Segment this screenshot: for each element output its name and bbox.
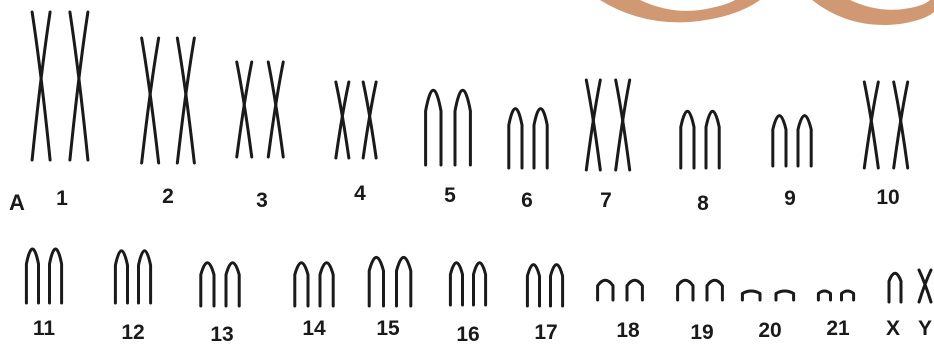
chromosome-label-20: 20 (758, 320, 781, 341)
chromosome-label-x: X (886, 318, 900, 339)
chromosome-pair-x (889, 273, 901, 302)
chromosome-pair-14 (295, 263, 333, 306)
chromosome-label-12: 12 (121, 322, 144, 343)
chromosome-pair-6 (509, 109, 547, 168)
chromosome-label-11: 11 (33, 318, 55, 339)
chromosome-pair-4 (336, 82, 376, 158)
chromosome-label-4: 4 (354, 183, 366, 204)
chromosome-pair-11 (26, 249, 61, 303)
chromosome-pair-2 (142, 38, 195, 163)
chromosome-label-13: 13 (210, 324, 233, 345)
chromosome-label-2: 2 (162, 186, 174, 207)
chromosome-pair-17 (527, 265, 562, 306)
chromosome-pair-8 (681, 111, 719, 168)
chromosome-pair-y (919, 270, 931, 302)
chromosome-pair-21 (818, 291, 853, 300)
chromosome-pair-20 (742, 291, 793, 300)
chromosome-pair-3 (237, 62, 284, 157)
chromosome-label-7: 7 (600, 190, 612, 211)
chromosome-label-8: 8 (697, 193, 709, 214)
chromosome-pair-19 (678, 280, 723, 300)
chromosome-label-10: 10 (876, 187, 899, 208)
chromosome-label-9: 9 (784, 188, 796, 209)
chromosome-pair-16 (450, 263, 485, 305)
chromosome-label-19: 19 (690, 322, 713, 343)
chromosome-pair-9 (773, 116, 811, 166)
chromosome-pair-13 (201, 263, 239, 306)
chromosome-label-14: 14 (302, 318, 325, 339)
chromosome-label-6: 6 (521, 190, 533, 211)
chromosome-label-16: 16 (456, 324, 479, 345)
chromosome-pair-15 (369, 257, 411, 306)
chromosome-pair-1 (32, 12, 88, 160)
chromosome-pair-5 (426, 90, 471, 165)
chromosome-label-1: 1 (56, 188, 68, 209)
chromosome-pair-10 (864, 82, 907, 168)
chromosome-label-y: Y (918, 318, 932, 339)
chromosome-pair-7 (586, 80, 629, 170)
chromosome-label-15: 15 (376, 318, 399, 339)
chromosome-pair-12 (115, 251, 150, 303)
chromosome-label-3: 3 (256, 190, 268, 211)
chromosome-label-17: 17 (534, 322, 557, 343)
chromosome-pair-18 (598, 280, 643, 300)
chromosome-label-5: 5 (444, 185, 456, 206)
chromosome-label-18: 18 (616, 320, 639, 341)
chromosome-label-21: 21 (826, 318, 849, 339)
